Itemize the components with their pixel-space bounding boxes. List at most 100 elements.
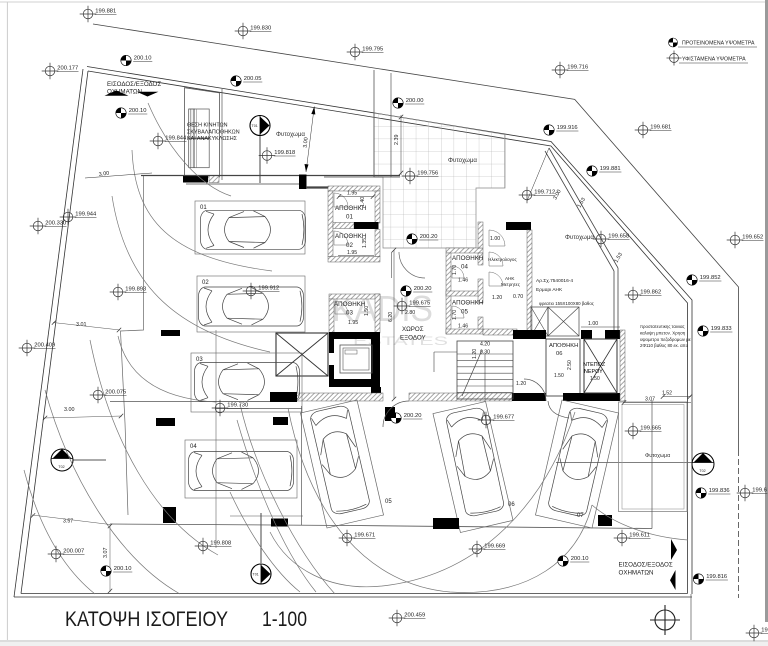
svg-text:1.00: 1.00 (490, 236, 500, 242)
svg-text:3.00: 3.00 (98, 171, 109, 178)
svg-text:T01: T01 (253, 573, 259, 577)
svg-text:1.20: 1.20 (472, 349, 478, 359)
svg-text:0.30: 0.30 (480, 350, 490, 356)
svg-text:200.10: 200.10 (571, 556, 589, 562)
svg-text:1.00: 1.00 (588, 321, 598, 327)
svg-text:1.95: 1.95 (348, 320, 358, 326)
svg-text:200.05: 200.05 (244, 76, 262, 82)
svg-text:6.20: 6.20 (388, 312, 394, 322)
svg-text:ΟΧΗΜΑΤΩΝ: ΟΧΗΜΑΤΩΝ (619, 570, 654, 577)
svg-text:07: 07 (577, 513, 584, 519)
svg-text:ΚΑΤΟΨΗ ΙΣΟΓΕΙΟΥ: ΚΑΤΟΨΗ ΙΣΟΓΕΙΟΥ (65, 607, 228, 631)
svg-text:1.20: 1.20 (516, 381, 526, 387)
svg-text:1.70: 1.70 (452, 310, 458, 320)
svg-text:ΣΚΥΒΑΛΑΠΟΘΗΚΩΝ: ΣΚΥΒΑΛΑΠΟΘΗΚΩΝ (187, 129, 240, 135)
svg-text:199.944: 199.944 (75, 212, 97, 218)
svg-text:200.177: 200.177 (57, 66, 78, 72)
svg-text:199.912: 199.912 (258, 286, 279, 292)
svg-text:199.658: 199.658 (608, 234, 629, 240)
svg-text:06: 06 (508, 502, 515, 508)
svg-text:καλυψη μπετον. Χρηση: καλυψη μπετον. Χρηση (640, 330, 686, 335)
svg-text:199.712: 199.712 (534, 190, 555, 196)
svg-text:ΟΧΗΜΑΤΩΝ: ΟΧΗΜΑΤΩΝ (107, 89, 142, 96)
svg-text:ΕΙΣΟΔΟΣ/ΕΞΟΔΟΣ: ΕΙΣΟΔΟΣ/ΕΞΟΔΟΣ (619, 562, 673, 569)
svg-text:199.669: 199.669 (484, 544, 505, 550)
svg-text:199.756: 199.756 (417, 171, 438, 177)
svg-text:Ηλεκτρολογος: Ηλεκτρολογος (488, 257, 517, 262)
svg-text:Φυτοχωμα: Φυτοχωμα (565, 234, 594, 241)
svg-text:200.10: 200.10 (129, 108, 147, 114)
svg-text:3.57: 3.57 (63, 519, 73, 525)
svg-text:01: 01 (200, 205, 207, 211)
svg-text:200.075: 200.075 (105, 390, 126, 396)
svg-text:υψομετρο πεζοδρομων με: υψομετρο πεζοδρομων με (640, 337, 691, 342)
svg-text:ΑΠΟΘΗΚΗ: ΑΠΟΘΗΚΗ (334, 301, 365, 308)
svg-text:ΑΠΟΘΗΚΗ: ΑΠΟΘΗΚΗ (549, 343, 578, 349)
svg-text:199.6: 199.6 (752, 488, 767, 494)
svg-text:199.795: 199.795 (362, 47, 383, 53)
svg-text:200.10: 200.10 (114, 566, 132, 572)
svg-text:199.611: 199.611 (629, 533, 650, 539)
svg-text:199.830: 199.830 (250, 26, 271, 32)
svg-text:4.20: 4.20 (480, 342, 490, 348)
svg-text:2.80: 2.80 (405, 310, 415, 316)
svg-text:199.665: 199.665 (640, 426, 661, 432)
svg-text:06: 06 (556, 351, 562, 357)
svg-text:3.00: 3.00 (552, 189, 562, 201)
svg-text:199.716: 199.716 (567, 65, 588, 71)
svg-text:1.20: 1.20 (492, 295, 502, 301)
svg-text:1.46: 1.46 (458, 278, 468, 284)
svg-text:ΑΠΟΘΗΚΗ: ΑΠΟΘΗΚΗ (452, 300, 483, 307)
svg-text:1.40: 1.40 (360, 197, 366, 207)
svg-text:T02: T02 (699, 469, 705, 473)
svg-text:2Φ110 βαθος 80 εκ. απο: 2Φ110 βαθος 80 εκ. απο (640, 343, 689, 348)
svg-text:03: 03 (346, 310, 353, 317)
svg-text:ΑΗΚ: ΑΗΚ (505, 276, 515, 281)
svg-text:φρεατιο 155X100X80 βαθος: φρεατιο 155X100X80 βαθος (539, 301, 594, 306)
svg-text:199.652: 199.652 (742, 235, 763, 241)
svg-text:199.833: 199.833 (711, 326, 732, 332)
svg-text:02: 02 (346, 242, 353, 249)
svg-text:199.675: 199.675 (409, 301, 430, 307)
svg-text:200.459: 200.459 (404, 613, 425, 619)
svg-text:200.10: 200.10 (134, 56, 152, 62)
svg-text:199.816: 199.816 (706, 574, 727, 580)
svg-text:ΑΠΟΘΗΚΗ: ΑΠΟΘΗΚΗ (452, 255, 483, 262)
svg-text:199.818: 199.818 (274, 150, 295, 156)
svg-text:Αρ.Σχ.7540016-4: Αρ.Σχ.7540016-4 (536, 278, 573, 284)
svg-text:199.808: 199.808 (210, 541, 231, 547)
svg-text:199.881: 199.881 (95, 9, 116, 15)
svg-text:200.409: 200.409 (34, 343, 55, 349)
svg-text:04: 04 (190, 444, 197, 450)
svg-text:ΕΞΟΔΟΥ: ΕΞΟΔΟΥ (400, 335, 426, 342)
svg-text:ΘΕΣΗ ΚΙΝΗΤΩΝ: ΘΕΣΗ ΚΙΝΗΤΩΝ (187, 123, 228, 129)
svg-text:199.677: 199.677 (493, 415, 514, 421)
svg-text:T01: T01 (252, 124, 258, 128)
svg-text:1-100: 1-100 (262, 607, 307, 631)
svg-text:1.95: 1.95 (347, 191, 357, 197)
svg-text:Μετρητες: Μετρητες (501, 282, 521, 287)
svg-text:ΑΠΟΘΗΚΗ: ΑΠΟΘΗΚΗ (335, 205, 366, 212)
svg-text:3.00: 3.00 (303, 137, 310, 148)
svg-text:1.50: 1.50 (554, 373, 564, 379)
svg-text:3.00: 3.00 (64, 407, 75, 413)
svg-text:1.46: 1.46 (458, 324, 468, 330)
svg-text:3.07: 3.07 (103, 548, 109, 559)
svg-text:ΚΑΙ ΑΝΑΚΥΚΛΩΣΗΣ: ΚΑΙ ΑΝΑΚΥΚΛΩΣΗΣ (187, 136, 238, 142)
svg-text:Φυτοχωμα: Φυτοχωμα (645, 453, 670, 459)
svg-text:Ερμαρι ΑΗΚ: Ερμαρι ΑΗΚ (536, 287, 563, 293)
svg-text:199.881: 199.881 (600, 166, 621, 172)
svg-text:199.916: 199.916 (557, 125, 578, 131)
svg-text:1.95: 1.95 (347, 250, 357, 256)
svg-text:04: 04 (461, 264, 468, 271)
svg-text:T02: T02 (58, 465, 64, 469)
svg-text:Φυτοχωμα: Φυτοχωμα (448, 157, 477, 164)
svg-text:1.70: 1.70 (452, 265, 458, 275)
svg-text:03: 03 (196, 357, 203, 363)
svg-text:ΝΕΡΟΥ: ΝΕΡΟΥ (584, 369, 603, 375)
svg-text:200.20: 200.20 (420, 234, 438, 240)
svg-text:0.70: 0.70 (513, 294, 523, 300)
svg-text:02: 02 (202, 280, 209, 286)
svg-text:199.893: 199.893 (125, 287, 146, 293)
svg-text:199.836: 199.836 (709, 488, 730, 494)
